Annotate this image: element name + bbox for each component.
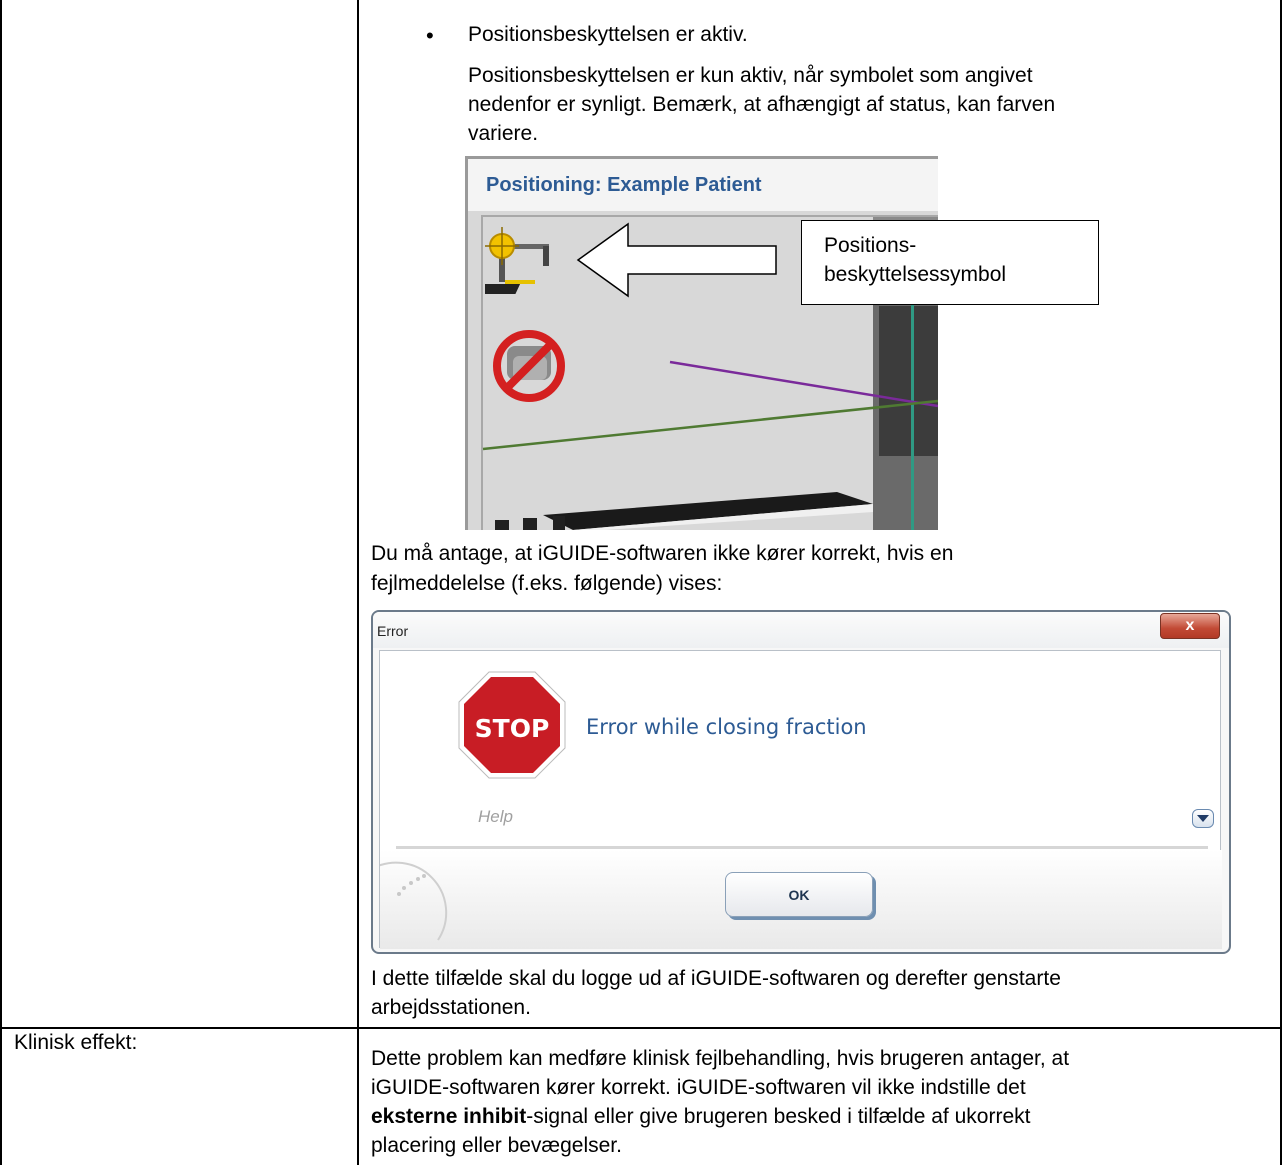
table-border-right: [1280, 0, 1282, 1165]
clinical-effect-line3-rest: -signal eller give brugeren besked i til…: [526, 1105, 1031, 1128]
ok-button[interactable]: OK: [725, 872, 873, 917]
paragraph2-line1: Du må antage, at iGUIDE-softwaren ikke k…: [371, 542, 954, 565]
chevron-down-icon: [1197, 815, 1209, 822]
close-icon: x: [1185, 617, 1195, 634]
positioning-title: Positioning: Example Patient: [486, 174, 762, 196]
bullet-text: Positionsbeskyttelsen er aktiv.: [468, 23, 748, 46]
error-dialog-titlebar: Error x: [373, 612, 1229, 648]
help-toggle-label[interactable]: Help: [478, 807, 513, 826]
table-border-left: [0, 0, 2, 1165]
error-dialog: Error x STOP Error while closing fractio…: [371, 610, 1231, 954]
clinical-effect-label: Klinisk effekt:: [14, 1031, 138, 1054]
error-dialog-title: Error: [377, 623, 409, 639]
callout-arrow: [576, 222, 777, 298]
positioning-header: Positioning: Example Patient: [465, 156, 938, 211]
bullet-marker: •: [426, 23, 434, 48]
decorative-arc-icon: [380, 861, 448, 941]
error-dialog-body: STOP Error while closing fraction Help O…: [379, 650, 1222, 949]
clinical-effect-line4: placering eller bevægelser.: [371, 1134, 622, 1157]
clinical-effect-line3: eksterne inhibit-signal eller give bruge…: [371, 1104, 1030, 1129]
stop-sign-icon: STOP: [458, 671, 566, 779]
close-button[interactable]: x: [1160, 613, 1220, 639]
svg-text:STOP: STOP: [475, 714, 550, 743]
callout-text: Positions- beskyttelsessymbol: [824, 234, 1007, 286]
expand-help-button[interactable]: [1192, 809, 1214, 828]
clinical-effect-line2: iGUIDE-softwaren kører korrekt. iGUIDE-s…: [371, 1076, 1026, 1099]
positioning-screenshot: Positioning: Example Patient: [465, 156, 938, 530]
clinical-effect-bold-term: eksterne inhibit: [371, 1105, 527, 1128]
paragraph1-line2: nedenfor er synligt. Bemærk, at afhængig…: [468, 93, 1056, 116]
table-row-divider: [0, 1027, 1282, 1029]
table-column-divider: [357, 0, 359, 1165]
paragraph1-line3: variere.: [468, 122, 539, 145]
paragraph1-line1: Positionsbeskyttelsen er kun aktiv, når …: [468, 64, 1033, 87]
dialog-separator: [396, 846, 1208, 849]
position-protection-icon: [485, 227, 549, 294]
paragraph2-line2: fejlmeddelelse (f.eks. følgende) vises:: [371, 572, 723, 595]
callout-box: Positions- beskyttelsessymbol: [801, 220, 1099, 305]
clinical-effect-line1: Dette problem kan medføre klinisk fejlbe…: [371, 1047, 1070, 1070]
paragraph3-line2: arbejdsstationen.: [371, 996, 531, 1019]
error-message: Error while closing fraction: [586, 715, 867, 739]
paragraph3-line1: I dette tilfælde skal du logge ud af iGU…: [371, 967, 1061, 990]
no-camera-icon: [493, 330, 565, 402]
